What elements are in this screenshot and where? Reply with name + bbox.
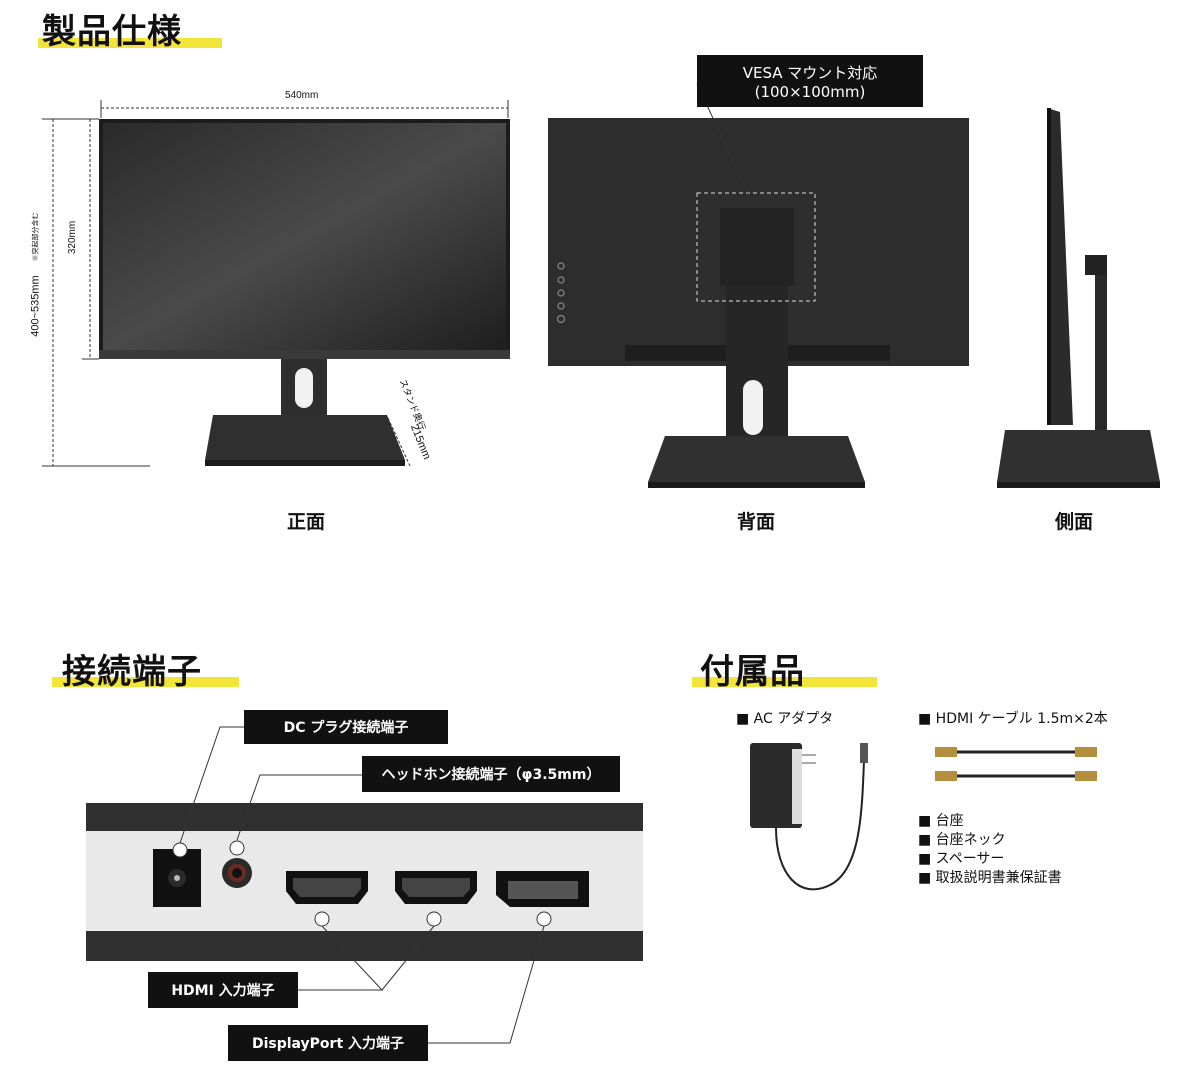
list-item: ■ 取扱説明書兼保証書 bbox=[918, 870, 1062, 886]
accessory-list: ■ 台座 ■ 台座ネック ■ スペーサー ■ 取扱説明書兼保証書 bbox=[918, 812, 1062, 888]
front-monitor-illustration bbox=[42, 100, 510, 467]
headphone-port-callout: ヘッドホン接続端子（φ3.5mm） bbox=[362, 756, 620, 792]
dc-port-callout: DC プラグ接続端子 bbox=[244, 710, 448, 744]
list-item: ■ スペーサー bbox=[918, 851, 1005, 867]
spec-section-title: 製品仕様 bbox=[42, 12, 182, 52]
ac-adapter-label: ■ AC アダプタ bbox=[736, 711, 834, 727]
side-monitor-illustration bbox=[997, 108, 1160, 488]
ports-section-title: 接続端子 bbox=[62, 652, 202, 692]
side-view-label: 側面 bbox=[1054, 511, 1093, 533]
title-highlight bbox=[38, 38, 222, 48]
displayport-callout: DisplayPort 入力端子 bbox=[228, 1025, 428, 1061]
vesa-callout: VESA マウント対応 (100×100mm) bbox=[697, 55, 923, 107]
width-dimension: 540mm bbox=[285, 90, 319, 101]
hdmi-cable-illustration bbox=[935, 747, 1097, 781]
hdmi-cable-label: ■ HDMI ケーブル 1.5m×2本 bbox=[918, 711, 1108, 727]
list-item: ■ 台座 bbox=[918, 813, 964, 829]
front-view-label: 正面 bbox=[286, 511, 325, 533]
back-view-label: 背面 bbox=[736, 511, 775, 533]
hdmi-port-callout: HDMI 入力端子 bbox=[148, 972, 298, 1008]
vesa-line2: (100×100mm) bbox=[754, 82, 866, 101]
title-highlight bbox=[692, 677, 877, 687]
title-highlight bbox=[52, 677, 239, 687]
vesa-line1: VESA マウント対応 bbox=[742, 63, 878, 82]
back-monitor-illustration bbox=[548, 83, 969, 488]
ports-panel-illustration bbox=[86, 803, 643, 961]
list-item: ■ 台座ネック bbox=[918, 832, 1006, 848]
ac-adapter-illustration bbox=[750, 743, 868, 891]
accessories-section-title: 付属品 bbox=[700, 652, 805, 692]
